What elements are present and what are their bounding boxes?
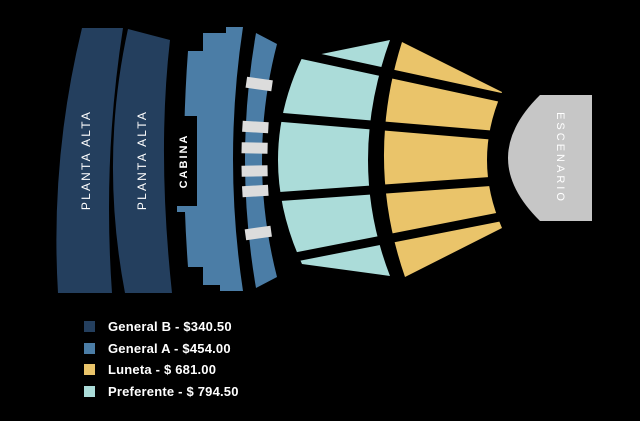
legend-item-general-b: General B - $340.50 bbox=[84, 316, 239, 338]
legend-item-preferente: Preferente - $ 794.50 bbox=[84, 381, 239, 403]
cabina-block-tab bbox=[177, 201, 196, 212]
stair-icon bbox=[241, 165, 268, 177]
stair-icon bbox=[242, 120, 269, 134]
cabina-label-notch bbox=[169, 116, 197, 206]
stage bbox=[508, 95, 592, 221]
aisle-upper-inner bbox=[276, 112, 504, 141]
aisle-upper-outer bbox=[290, 47, 510, 104]
stair-icon bbox=[245, 76, 273, 92]
legend-swatch-luneta bbox=[84, 364, 95, 376]
section-planta-alta-outer[interactable] bbox=[56, 28, 123, 293]
aisle-lower-outer bbox=[288, 210, 509, 263]
section-cabina-block[interactable] bbox=[184, 27, 243, 291]
legend-swatch-general-a bbox=[84, 342, 95, 354]
legend-item-general-a: General A - $454.00 bbox=[84, 338, 239, 360]
legend-swatch-general-b bbox=[84, 321, 95, 333]
aisle-dividers bbox=[275, 47, 510, 263]
section-preferente[interactable] bbox=[278, 40, 390, 276]
cabina-label: CABINA bbox=[178, 134, 190, 189]
section-general-a-stairband[interactable] bbox=[245, 33, 277, 288]
legend-swatch-preferente bbox=[84, 385, 95, 397]
legend-label-preferente: Preferente - $ 794.50 bbox=[108, 383, 239, 399]
stair-icon bbox=[241, 142, 268, 154]
planta-alta-inner-label: PLANTA ALTA bbox=[135, 110, 149, 210]
aisle-lower-inner bbox=[275, 176, 504, 202]
planta-alta-outer-label: PLANTA ALTA bbox=[79, 110, 93, 210]
legend-label-general-a: General A - $454.00 bbox=[108, 340, 231, 356]
stairs bbox=[241, 76, 273, 241]
legend-label-luneta: Luneta - $ 681.00 bbox=[108, 362, 217, 378]
section-planta-alta-inner[interactable] bbox=[112, 29, 172, 293]
stair-icon bbox=[244, 225, 272, 241]
stage-label: ESCENARIO bbox=[554, 112, 566, 204]
legend: General B - $340.50 General A - $454.00 … bbox=[84, 316, 239, 402]
legend-item-luneta: Luneta - $ 681.00 bbox=[84, 359, 239, 381]
stair-icon bbox=[242, 184, 269, 198]
legend-label-general-b: General B - $340.50 bbox=[108, 319, 232, 335]
